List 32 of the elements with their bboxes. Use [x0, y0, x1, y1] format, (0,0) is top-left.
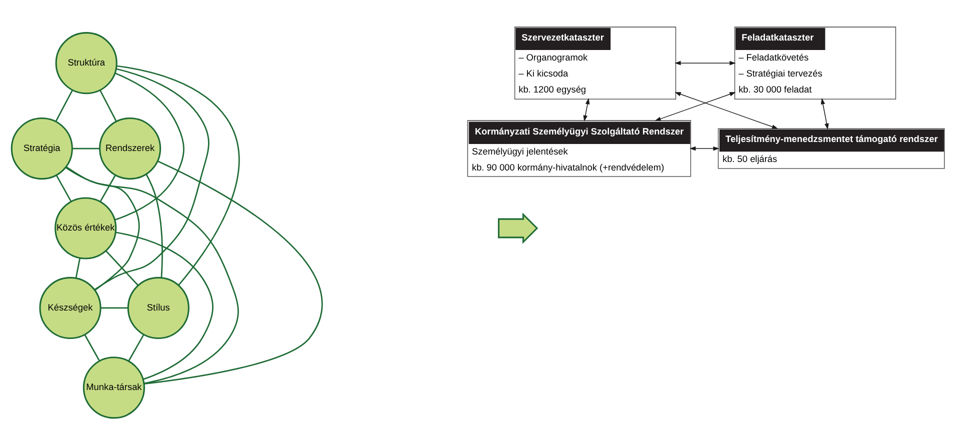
- arrow: [674, 92, 778, 128]
- connector: [94, 68, 210, 290]
- connector: [105, 250, 138, 286]
- node-arrow: [498, 212, 538, 244]
- node-circle: Stílus: [127, 276, 190, 338]
- connector: [114, 72, 184, 220]
- connector: [56, 174, 72, 202]
- connector: [75, 258, 81, 278]
- arrow: [820, 98, 829, 130]
- connector: [128, 334, 144, 361]
- connector: [144, 160, 323, 384]
- node-circle: Stratégia: [10, 117, 73, 180]
- arrow: [654, 92, 736, 120]
- connector: [116, 231, 214, 380]
- connector: [72, 147, 100, 149]
- connector: [55, 89, 74, 122]
- node-circle: Struktúra: [55, 32, 118, 94]
- arrow: [674, 60, 736, 65]
- connector: [100, 306, 128, 308]
- node-circle: Rendszerek: [99, 117, 162, 180]
- node-circle: Munka-társak: [82, 356, 145, 418]
- connector: [65, 166, 239, 384]
- connector: [66, 166, 140, 290]
- arrow: [583, 98, 590, 122]
- node-circle: Készségek: [39, 276, 102, 338]
- connector: [146, 173, 163, 278]
- node-circle: Közös értékek: [54, 196, 117, 259]
- arrow: [690, 146, 720, 150]
- connector: [116, 64, 240, 286]
- connector: [100, 174, 116, 202]
- connector: [84, 334, 100, 361]
- connector: [99, 89, 117, 122]
